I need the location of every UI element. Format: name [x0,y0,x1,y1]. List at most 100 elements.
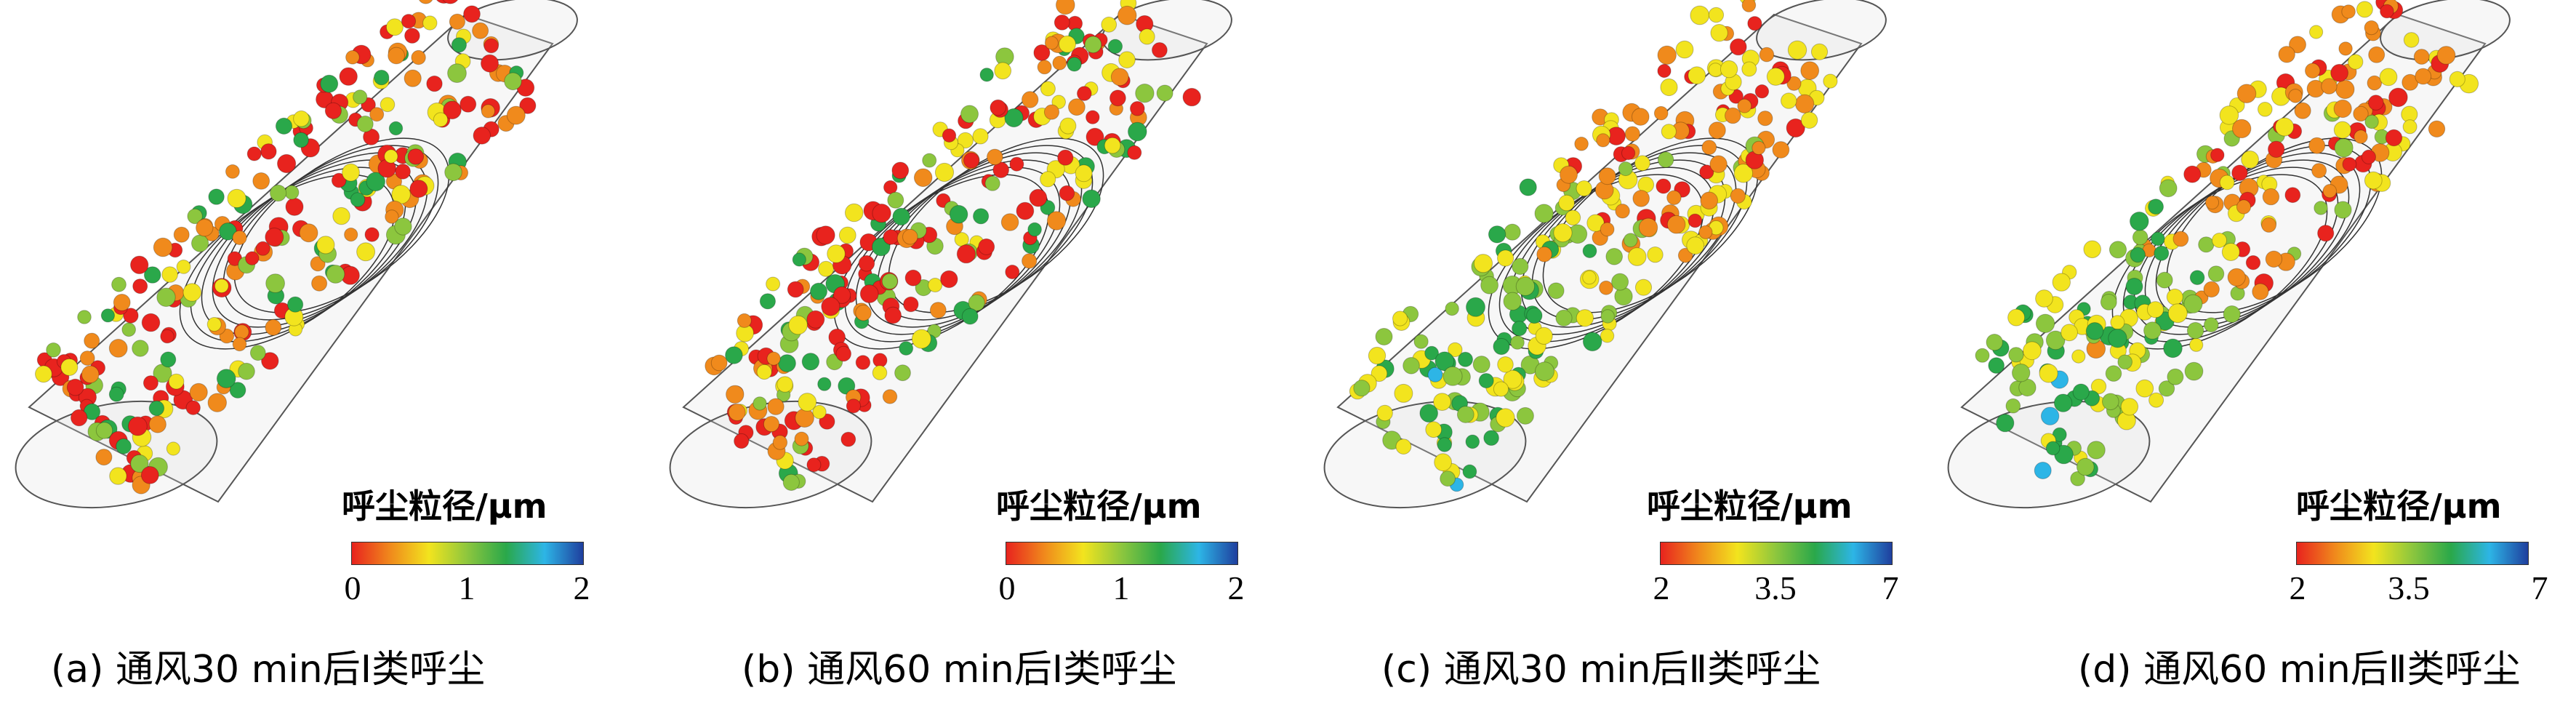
dust-particle [374,69,390,86]
dust-particle [2108,329,2127,348]
dust-particle [2379,68,2398,87]
dust-particle [872,353,888,368]
dust-particle [1440,470,1456,487]
dust-particle [1634,155,1650,172]
dust-particle [2052,273,2071,292]
dust-particle [84,332,100,349]
dust-particle [1376,404,1393,422]
dust-particle [1437,437,1453,452]
dust-particle [899,341,914,356]
dust-particle [1465,434,1480,449]
dust-particle [2120,398,2139,416]
dust-particle [902,228,918,245]
tick-label: 2 [1653,569,1670,606]
dust-particle [1699,164,1714,180]
dust-particle [1403,357,1420,374]
dust-particle [818,260,835,277]
dust-particle [1043,104,1060,120]
dust-particle [1786,76,1802,91]
dust-particle [2275,117,2295,137]
dust-particle [141,313,161,332]
dust-particle [275,117,293,135]
dust-particle [189,382,208,402]
dust-particle [2210,148,2225,162]
tunnel-scene [1947,0,2511,509]
dust-particle [1535,361,1554,382]
dust-particle [1425,421,1443,438]
dust-particle [2148,392,2164,408]
dust-particle [123,308,139,324]
dust-particle [1623,233,1638,248]
dust-particle [2311,163,2327,179]
dust-particle [725,346,743,364]
dust-particle [1082,189,1101,208]
tick-label: 0 [998,569,1016,606]
dust-particle [116,438,132,454]
dust-particle [143,375,159,391]
dust-particle [2241,151,2260,169]
dust-particle [332,207,350,225]
dust-particle [1433,393,1451,411]
dust-particle [245,251,260,265]
dust-particle [2314,201,2328,215]
dust-particle [2105,365,2122,382]
dust-particle [342,163,360,182]
dust-particle [1536,246,1552,263]
dust-particle [734,433,750,449]
dust-particle [782,473,800,492]
dust-particle [395,164,411,180]
tick-label: 3.5 [2388,569,2430,606]
dust-particle [2151,231,2165,247]
dust-particle [1709,155,1728,173]
dust-particle [1051,95,1067,110]
dust-particle [756,364,772,380]
dust-particle [2154,245,2170,261]
dust-particle [1022,253,1038,269]
dust-particle [1493,381,1509,397]
dust-particle [168,373,185,390]
dust-particle [2108,241,2127,259]
dust-particle [1057,149,1074,166]
dust-particle [1988,357,2005,374]
dust-particles [705,0,1201,492]
dust-particle [942,128,957,143]
dust-particle [1634,279,1653,296]
dust-particle [265,228,284,247]
dust-particle [1054,15,1070,31]
dust-particle [451,37,468,53]
dust-particle [816,225,835,245]
dust-particle [1434,453,1453,472]
dust-particle [2252,283,2269,300]
dust-particle [310,256,326,272]
dust-particle [506,105,526,125]
dust-particle [1427,366,1443,382]
dust-particle [388,47,405,65]
dust-particle [2268,140,2285,159]
dust-particle [1660,78,1678,97]
tick-label: 3.5 [1754,569,1797,606]
dust-particle [173,226,190,243]
dust-particle [1624,126,1640,142]
dust-particle [185,400,201,415]
dust-particle [2231,164,2248,181]
dust-particle [2148,199,2164,215]
dust-particle [1497,249,1514,267]
dust-particle [753,396,767,411]
dust-particle [2110,315,2125,330]
dust-particle [1029,188,1048,207]
dust-particle [1586,214,1605,232]
dust-particle [2045,441,2061,456]
dust-particle [1353,380,1371,397]
dust-particle [1075,164,1093,183]
dust-particle [992,161,1010,178]
dust-particle [140,466,159,484]
dust-particle [385,18,404,36]
dust-particle [1653,105,1669,121]
dust-particle [1394,383,1413,403]
dust-particle [838,226,856,244]
dust-particle [1117,5,1137,25]
dust-particle [60,358,79,376]
dust-particle [225,164,240,179]
dust-particle [148,400,165,417]
dust-particle [827,244,846,263]
